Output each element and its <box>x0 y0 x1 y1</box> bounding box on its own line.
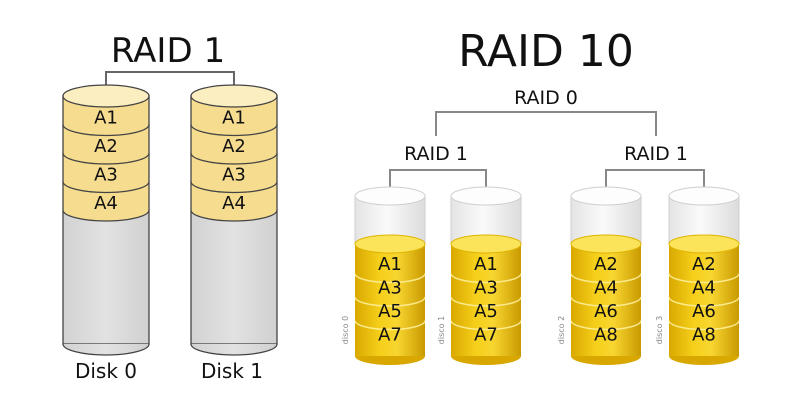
disk-fill <box>571 244 641 356</box>
raid10-stripe-connector <box>435 111 657 136</box>
disk-block-label: A6 <box>594 301 618 322</box>
disk-top-cap <box>354 234 426 254</box>
disk-bottom-cap <box>451 356 521 365</box>
disk-top-cap <box>190 84 278 108</box>
disk-empty-body <box>190 209 278 345</box>
raid10-mirror-1-label: RAID 1 <box>624 143 688 165</box>
disk-bottom-cap <box>355 356 425 365</box>
disk-block-label: A1 <box>94 107 118 128</box>
disk-block-divider <box>354 320 426 331</box>
disk-block-divider <box>668 296 740 307</box>
disk-block-label: A6 <box>692 301 716 322</box>
disk-block-divider <box>570 296 642 307</box>
disk-block-label: A5 <box>378 301 402 322</box>
disk-block-label: A1 <box>474 254 498 275</box>
raid1-disk-1-label: Disk 1 <box>201 359 263 383</box>
raid10-disk-0-label: disco 0 <box>341 316 350 344</box>
disk-block-label: A3 <box>222 164 246 185</box>
disk-block-divider <box>668 320 740 331</box>
disk-bottom-cap <box>62 343 150 356</box>
disk-block-label: A8 <box>594 324 618 345</box>
disk-block-label: A2 <box>222 136 246 157</box>
disk-block-label: A2 <box>594 254 618 275</box>
raid10-disk-3-label: disco 3 <box>655 316 664 344</box>
disk-block-label: A3 <box>94 164 118 185</box>
disk-block-divider <box>354 273 426 284</box>
disk-block-label: A4 <box>222 193 246 214</box>
disk-top-cap <box>570 234 642 254</box>
raid10-mirror-1-connector <box>605 169 705 196</box>
disk-block-label: A4 <box>692 277 716 298</box>
disk-block-label: A4 <box>594 277 618 298</box>
disk-block-divider <box>450 273 522 284</box>
disk-glass-rim <box>668 186 740 206</box>
raid10-disk-1-label: disco 1 <box>437 316 446 344</box>
raid1-title: RAID 1 <box>111 31 225 71</box>
disk-bottom-cap <box>571 356 641 365</box>
disk-block-label: A5 <box>474 301 498 322</box>
disk-fill <box>355 244 425 356</box>
disk-fill <box>451 244 521 356</box>
disk-block-divider <box>450 296 522 307</box>
disk-block-label: A8 <box>692 324 716 345</box>
disk-block-divider <box>450 320 522 331</box>
disk-block-label: A4 <box>94 193 118 214</box>
disk-top-cap <box>668 234 740 254</box>
disk-block-label: A2 <box>94 136 118 157</box>
disk-empty-body <box>62 209 150 345</box>
disk-block-divider <box>354 296 426 307</box>
disk-block-label: A3 <box>474 277 498 298</box>
disk-glass-rim <box>450 186 522 206</box>
disk-top-cap <box>62 84 150 108</box>
disk-glass-rim <box>570 186 642 206</box>
disk-fill <box>669 244 739 356</box>
disk-top-cap <box>450 234 522 254</box>
disk-glass-rim <box>354 186 426 206</box>
disk-block-label: A3 <box>378 277 402 298</box>
raid10-mirror-0-label: RAID 1 <box>404 143 468 165</box>
raid10-stripe-label: RAID 0 <box>514 87 578 109</box>
disk-block-label: A7 <box>474 324 498 345</box>
disk-bottom-cap <box>190 343 278 356</box>
raid10-title: RAID 10 <box>458 26 634 77</box>
disk-block-label: A1 <box>222 107 246 128</box>
raid1-disk-0-label: Disk 0 <box>75 359 137 383</box>
raid10-disk-2-label: disco 2 <box>557 316 566 344</box>
disk-block-label: A1 <box>378 254 402 275</box>
disk-block-divider <box>570 320 642 331</box>
disk-bottom-cap <box>669 356 739 365</box>
disk-block-label: A2 <box>692 254 716 275</box>
disk-block-label: A7 <box>378 324 402 345</box>
disk-block-divider <box>570 273 642 284</box>
raid10-mirror-0-connector <box>389 169 487 196</box>
disk-block-divider <box>668 273 740 284</box>
